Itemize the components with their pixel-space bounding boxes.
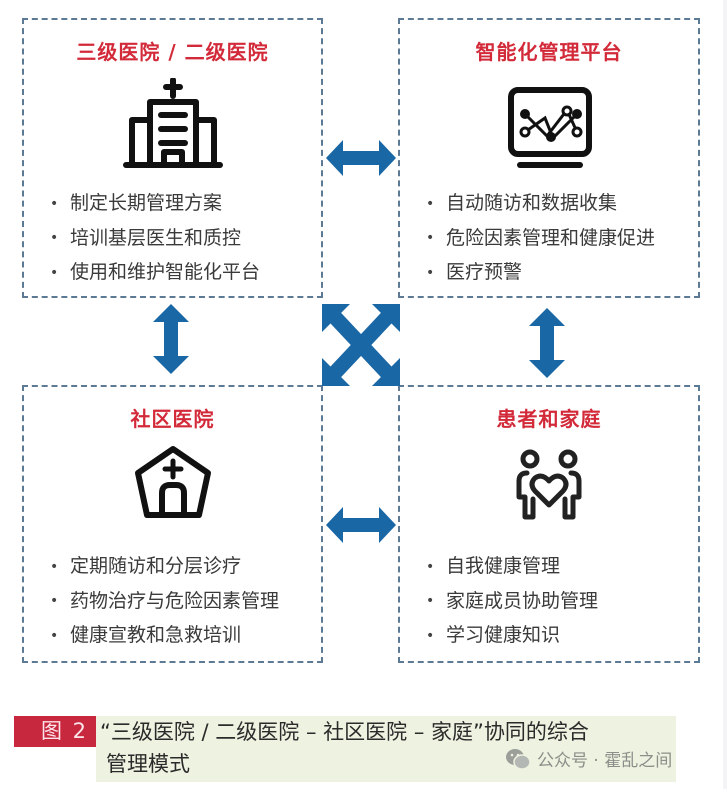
box-patients-family: 患者和家庭 •自我健康管理 •家庭成员协助管理 •学习健康知识	[398, 385, 700, 663]
function-list: •自动随访和数据收集 •危险因素管理和健康促进 •医疗预警	[426, 186, 655, 290]
arrow-cross-diagonal-icon	[322, 304, 400, 390]
box-title: 社区医院	[130, 407, 215, 431]
family-heart-icon	[513, 449, 585, 525]
box-smart-platform: 智能化管理平台 •自动随访和数据收集 •危险因素管理和健康促进 •医疗预警	[398, 18, 700, 298]
arrow-vertical-left-icon	[153, 304, 189, 378]
watermark-text: 公众号 · 霍乱之间	[537, 751, 673, 771]
list-item: •定期随访和分层诊疗	[50, 555, 242, 577]
figure-label: 图 2	[14, 716, 96, 747]
list-item: •药物治疗与危险因素管理	[50, 589, 280, 612]
box-community-hospital: 社区医院 •定期随访和分层诊疗 •药物治疗与危险因素管理 •健康宣教和急救培训	[22, 385, 323, 663]
wechat-icon	[506, 748, 531, 770]
list-item: •医疗预警	[426, 261, 523, 283]
list-item: •自我健康管理	[426, 555, 561, 577]
caption-line-2: 管理模式	[106, 752, 190, 776]
list-item: •学习健康知识	[426, 624, 561, 646]
caption-background	[96, 716, 676, 782]
watermark: 公众号 · 霍乱之间	[505, 746, 672, 771]
responsibility-list: •定期随访和分层诊疗 •药物治疗与危险因素管理 •健康宣教和急救培训	[50, 549, 279, 653]
clinic-house-icon	[133, 445, 213, 525]
list-item: •培训基层医生和质控	[50, 226, 242, 249]
arrow-horizontal-bottom-icon	[326, 505, 396, 549]
list-item: •危险因素管理和健康促进	[426, 226, 656, 249]
box-tertiary-secondary-hospital: 三级医院 / 二级医院 •制定长期管理方案 •培训基层医生和质控 •使用和维护智…	[22, 18, 323, 298]
box-title: 智能化管理平台	[475, 40, 623, 64]
box-title: 患者和家庭	[496, 407, 602, 431]
arrow-horizontal-top-icon	[326, 138, 396, 182]
page-edge	[723, 0, 727, 789]
figure-caption: “三级医院 / 二级医院 – 社区医院 – 家庭”协同的综合 管理模式	[100, 716, 680, 780]
monitor-chart-icon	[505, 86, 595, 174]
list-item: •制定长期管理方案	[50, 192, 223, 214]
box-title: 三级医院 / 二级医院	[76, 40, 269, 64]
list-item: •使用和维护智能化平台	[50, 261, 261, 283]
caption-line-1: “三级医院 / 二级医院 – 社区医院 – 家庭”协同的综合	[100, 720, 589, 744]
responsibility-list: •制定长期管理方案 •培训基层医生和质控 •使用和维护智能化平台	[50, 186, 260, 290]
arrow-vertical-right-icon	[529, 308, 565, 382]
hospital-building-icon	[122, 77, 223, 174]
responsibility-list: •自我健康管理 •家庭成员协助管理 •学习健康知识	[426, 549, 598, 653]
list-item: •自动随访和数据收集	[426, 192, 618, 214]
list-item: •健康宣教和急救培训	[50, 624, 242, 646]
list-item: •家庭成员协助管理	[426, 589, 599, 612]
